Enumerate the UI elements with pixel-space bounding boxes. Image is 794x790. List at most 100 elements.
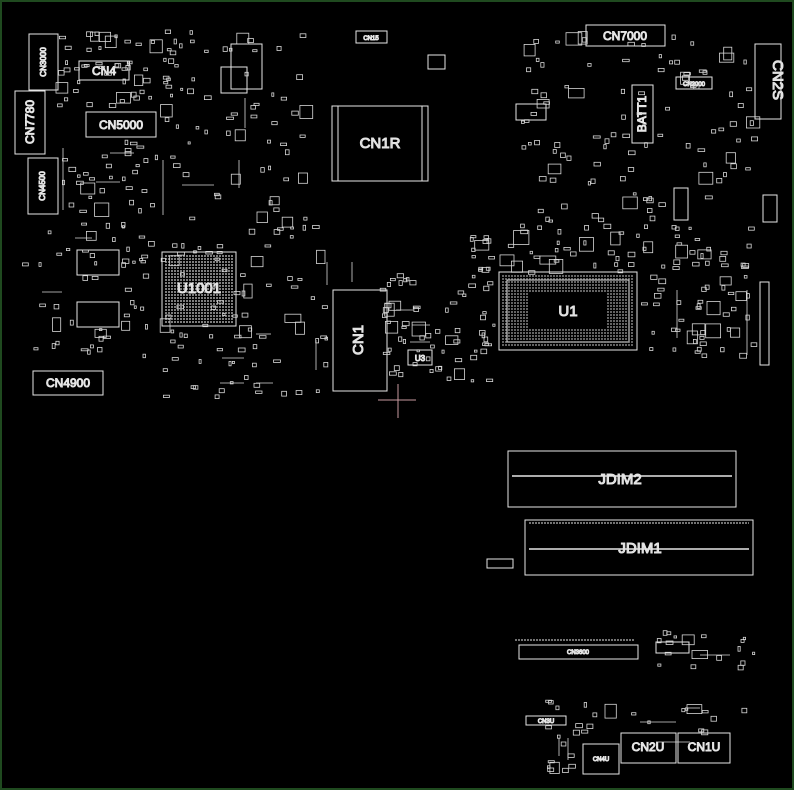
bga-ball (598, 344, 600, 346)
u1001-chip[interactable] (161, 251, 237, 327)
bga-ball (535, 284, 537, 286)
bga-ball (168, 291, 170, 293)
smd-part (723, 171, 727, 178)
bga-ball (583, 332, 585, 334)
bga-ball (532, 284, 534, 286)
smd-part (583, 702, 588, 708)
bga-ball (565, 332, 567, 334)
u-left-bottom-chip[interactable] (76, 301, 120, 328)
u3-chip[interactable] (407, 349, 433, 366)
bga-ball (174, 294, 176, 296)
bga-ball (517, 299, 519, 301)
bga-ball (198, 306, 200, 308)
cn3000-connector[interactable] (28, 33, 59, 91)
bga-ball (628, 335, 630, 337)
smd-part (520, 223, 525, 229)
part-jdim-left-small[interactable] (486, 558, 514, 569)
smd-part (510, 260, 523, 273)
bga-ball (505, 314, 507, 316)
smd-part (658, 54, 662, 59)
bga-ball (517, 284, 519, 286)
bga-ball (186, 312, 188, 314)
cn4500-connector[interactable] (27, 157, 59, 215)
smd-part (384, 320, 399, 334)
bga-ball (610, 305, 612, 307)
smd-part (740, 639, 745, 643)
bga-ball (628, 290, 630, 292)
bga-ball (195, 300, 197, 302)
bga-ball (216, 285, 218, 287)
bga-ball (556, 290, 558, 292)
jdim2-slot[interactable] (507, 450, 737, 508)
bga-ball (511, 296, 513, 298)
cn7000-connector[interactable] (585, 24, 666, 47)
smd-part (696, 303, 701, 309)
bga-ball (177, 270, 179, 272)
bga-ball (580, 275, 582, 277)
bga-ball (523, 341, 525, 343)
bga-ball (607, 287, 609, 289)
smd-part (453, 368, 465, 380)
cn1u-connector[interactable] (677, 732, 731, 764)
bga-ball (174, 291, 176, 293)
part-cn3600-right[interactable] (655, 641, 690, 654)
part-right-slot[interactable] (759, 281, 770, 366)
cn1-connector[interactable] (332, 289, 388, 392)
cn5000-connector[interactable] (85, 111, 157, 138)
bga-ball (189, 312, 191, 314)
bga-ball (532, 287, 534, 289)
smd-part (528, 141, 532, 146)
smd-part (203, 95, 212, 101)
bga-ball (610, 299, 612, 301)
bga-ball (541, 332, 543, 334)
smd-part (277, 227, 284, 231)
batt1-connector[interactable] (631, 84, 654, 144)
smd-part (170, 155, 176, 159)
cn4900-connector[interactable] (32, 370, 104, 396)
smd-part (39, 303, 46, 308)
cn15-connector[interactable] (355, 30, 388, 44)
smd-part (124, 151, 132, 157)
bga-ball (231, 321, 233, 323)
bga-ball (550, 341, 552, 343)
jdim1-slot[interactable] (524, 519, 754, 576)
smd-part (138, 235, 146, 239)
bga-ball (171, 312, 173, 314)
bga-ball (574, 329, 576, 331)
bga-ball (183, 264, 185, 266)
bga-ball (574, 275, 576, 277)
bga-ball (631, 326, 633, 328)
bga-ball (511, 278, 513, 280)
part-cn15-right[interactable] (427, 54, 446, 70)
part-cn-right-tall[interactable] (673, 187, 689, 221)
u1-cpu[interactable] (498, 271, 638, 351)
cn3u-connector[interactable] (525, 715, 567, 726)
bga-ball (580, 344, 582, 346)
bga-ball (502, 326, 504, 328)
cn1r-connector[interactable] (331, 105, 429, 182)
bga-ball (228, 303, 230, 305)
part-top-right-block[interactable] (515, 103, 547, 121)
smd-part (141, 189, 148, 193)
bga-ball (610, 275, 612, 277)
part-top-left-inner[interactable] (220, 66, 248, 94)
bga-ball (207, 285, 209, 287)
bga-ball (517, 302, 519, 304)
cn3600-connector[interactable] (518, 644, 639, 660)
bga-ball (216, 267, 218, 269)
bga-ball (225, 285, 227, 287)
bga-ball (198, 276, 200, 278)
smd-part (615, 255, 620, 262)
cn2s-connector[interactable] (754, 43, 782, 120)
bga-ball (607, 275, 609, 277)
cn4u-connector[interactable] (582, 743, 620, 775)
cn4-connector[interactable] (78, 60, 130, 81)
cn7780-connector[interactable] (14, 90, 46, 155)
bga-ball (526, 332, 528, 334)
smd-part (557, 734, 561, 739)
cn2u-connector[interactable] (620, 732, 677, 764)
bga-ball (595, 341, 597, 343)
u-left-top-chip[interactable] (76, 249, 120, 276)
part-cn8[interactable] (762, 194, 778, 223)
bga-ball (616, 287, 618, 289)
